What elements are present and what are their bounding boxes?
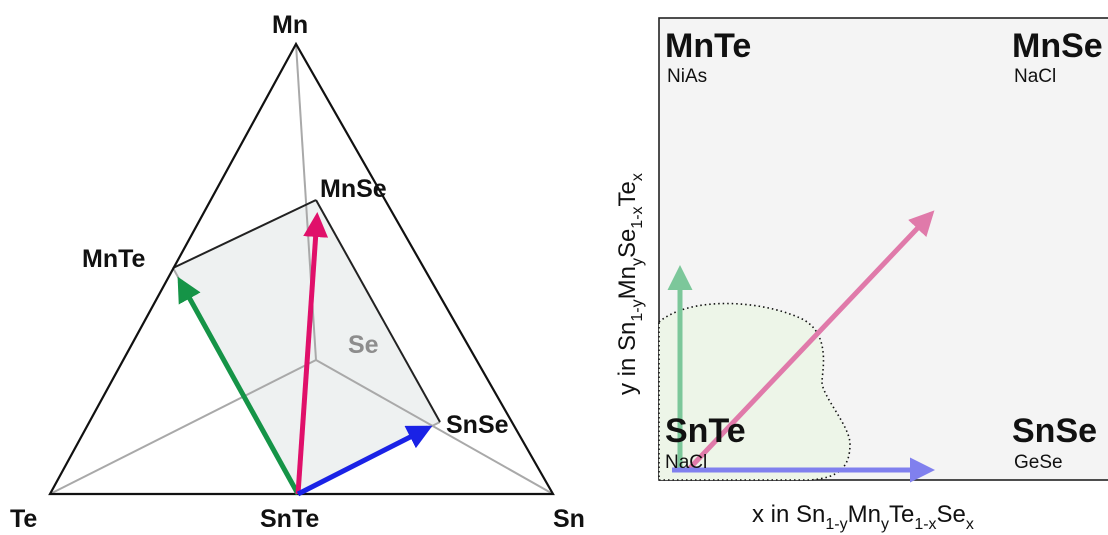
- vertex-label-te: Te: [10, 505, 37, 533]
- corner-compound-mnte: MnTe: [665, 27, 751, 65]
- ternary-diagram: Mn MnSe MnTe Se SnSe Te SnTe Sn: [10, 11, 585, 533]
- x-axis-label: x in Sn1-yMnyTe1-xSex: [752, 501, 974, 533]
- arrow-diagonal: [686, 210, 935, 472]
- vertex-label-snte: SnTe: [260, 505, 319, 533]
- plane-edge-mnse-snse: [315, 199, 441, 423]
- vertex-label-snse: SnSe: [446, 411, 509, 439]
- arrow-snte-to-mnse: [295, 212, 329, 495]
- arrow-snte-to-snse: [296, 425, 433, 497]
- corner-structure-snte: NaCl: [665, 452, 707, 473]
- vertex-label-mn: Mn: [272, 11, 308, 39]
- vertex-label-sn: Sn: [553, 505, 585, 533]
- corner-structure-mnte: NiAs: [667, 66, 707, 87]
- vertex-label-se: Se: [348, 331, 379, 359]
- y-axis-label: y in Sn1-yMnySe1-xTex: [614, 173, 646, 395]
- arrow-snte-to-mnte: [177, 276, 301, 496]
- corner-structure-snse: GeSe: [1014, 452, 1063, 473]
- corner-structure-mnse: NaCl: [1014, 66, 1056, 87]
- edge-te-se: [49, 359, 317, 495]
- corner-compound-mnse: MnSe: [1012, 27, 1103, 65]
- corner-compound-snte: SnTe: [665, 412, 746, 450]
- plane-edge-mnte-mnse: [172, 199, 317, 269]
- edge-se-sn: [315, 359, 554, 495]
- phase-map: MnTe NiAs MnSe NaCl SnTe NaCl SnSe GeSe …: [614, 17, 1108, 533]
- vertex-label-mnte: MnTe: [82, 245, 146, 273]
- vertex-label-mnse: MnSe: [320, 175, 387, 203]
- corner-compound-snse: SnSe: [1012, 412, 1097, 450]
